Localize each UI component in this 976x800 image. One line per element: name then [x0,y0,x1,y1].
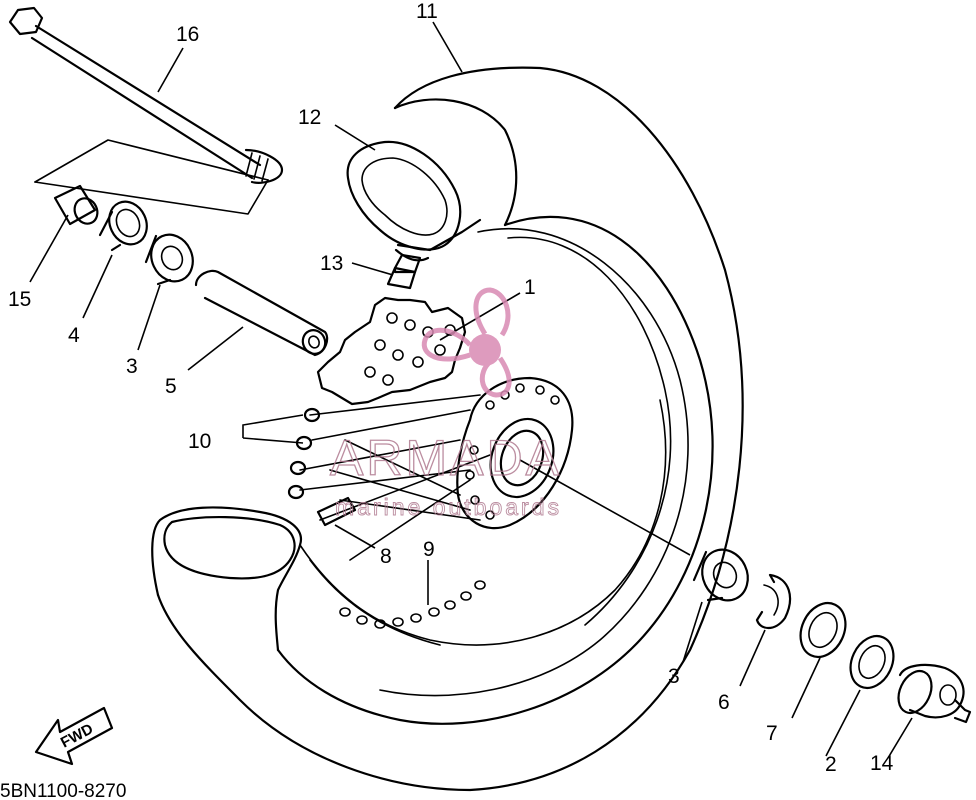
callout-13: 13 [320,252,343,275]
watermark: ARMADA marine outboards [329,287,562,520]
rim [151,399,667,652]
oil-seal-left [98,200,148,252]
callout-7: 7 [766,722,778,745]
callout-10: 10 [188,430,211,453]
callout-8: 8 [380,545,392,568]
collar-right [849,635,895,689]
callout-5: 5 [165,375,177,398]
callout-1: 1 [524,276,536,299]
catalog-number: 5BN1100-8270 [0,781,126,800]
bearing-right [692,548,749,602]
collar [53,184,99,226]
callout-3-left: 3 [126,355,138,378]
bearing-left [144,233,194,286]
callout-6: 6 [718,691,730,714]
collar-group-outline [34,139,269,215]
leader-lines [29,21,913,759]
watermark-tagline: marine outboards [335,494,562,520]
brake-disc [316,296,467,406]
watermark-logo [421,287,512,398]
callout-9: 9 [423,538,435,561]
forward-direction-indicator: FWD [34,706,114,766]
tire [156,66,744,792]
spoke-heads [287,407,321,500]
callout-12: 12 [298,106,321,129]
callout-2: 2 [825,753,837,776]
circlip [755,573,792,630]
callout-16: 16 [176,23,199,46]
valve [386,253,422,290]
callout-11: 11 [416,0,438,23]
watermark-brand: ARMADA [330,430,562,486]
forward-arrow-icon [34,706,114,766]
speedometer-gear-unit [897,663,972,724]
callout-3-right: 3 [668,665,680,688]
callouts: 16 11 12 13 1 15 4 3 5 10 8 9 3 6 7 2 14 [8,0,894,776]
spokes [299,394,491,561]
spoke-nipples [316,496,486,629]
callout-4: 4 [68,324,80,347]
inner-tube [346,140,482,262]
callout-14: 14 [870,752,894,775]
spacer [194,269,329,357]
axle [8,6,284,184]
callout-15: 15 [8,288,31,311]
hub [456,376,574,530]
oil-seal-right [799,602,847,658]
